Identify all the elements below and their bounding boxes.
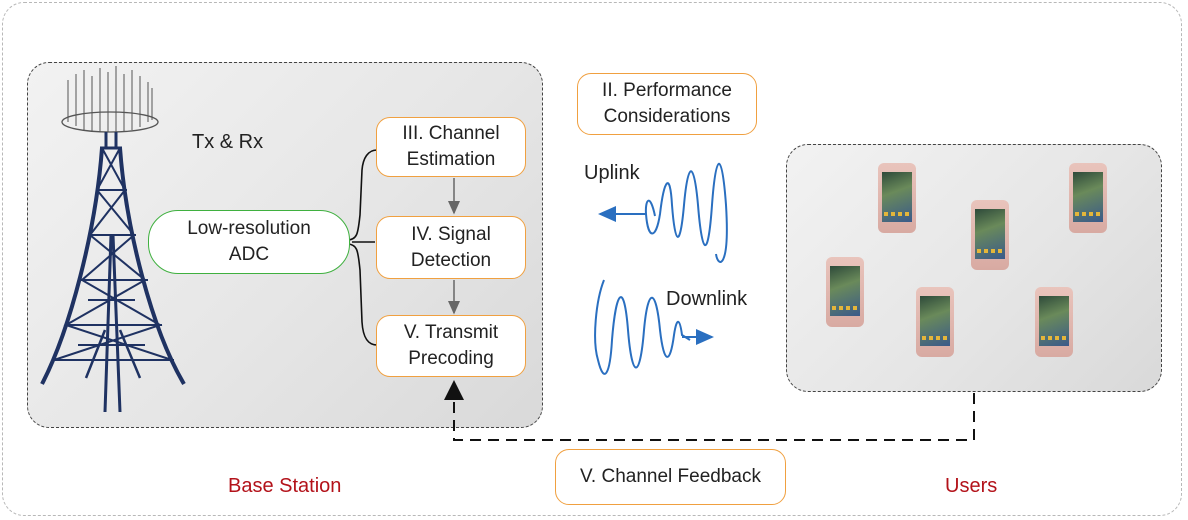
channel-estimation-box: III. Channel Estimation [376,117,526,177]
feedback-path [444,380,975,441]
adc-bracket [346,149,378,346]
smartphone-icon [826,257,864,327]
channel-feedback-box: V. Channel Feedback [555,449,786,505]
downlink-wave-icon [594,279,714,375]
smartphone-icon [971,200,1009,270]
smartphone-icon [1069,163,1107,233]
antenna-tower-icon [40,66,186,413]
smartphone-icon [878,163,916,233]
uplink-label: Uplink [584,162,640,184]
transmit-precoding-box: V. Transmit Precoding [376,315,526,377]
tx-rx-label: Tx & Rx [192,131,264,153]
users-caption: Users [945,475,998,497]
signal-detection-box: IV. Signal Detection [376,216,526,279]
downlink-label: Downlink [666,288,748,310]
smartphone-icon [916,287,954,357]
performance-box: II. Performance Considerations [577,73,757,135]
adc-box: Low-resolution ADC [148,210,350,274]
smartphone-icon [1035,287,1073,357]
base-station-caption: Base Station [228,475,342,497]
uplink-wave-icon [598,163,728,263]
